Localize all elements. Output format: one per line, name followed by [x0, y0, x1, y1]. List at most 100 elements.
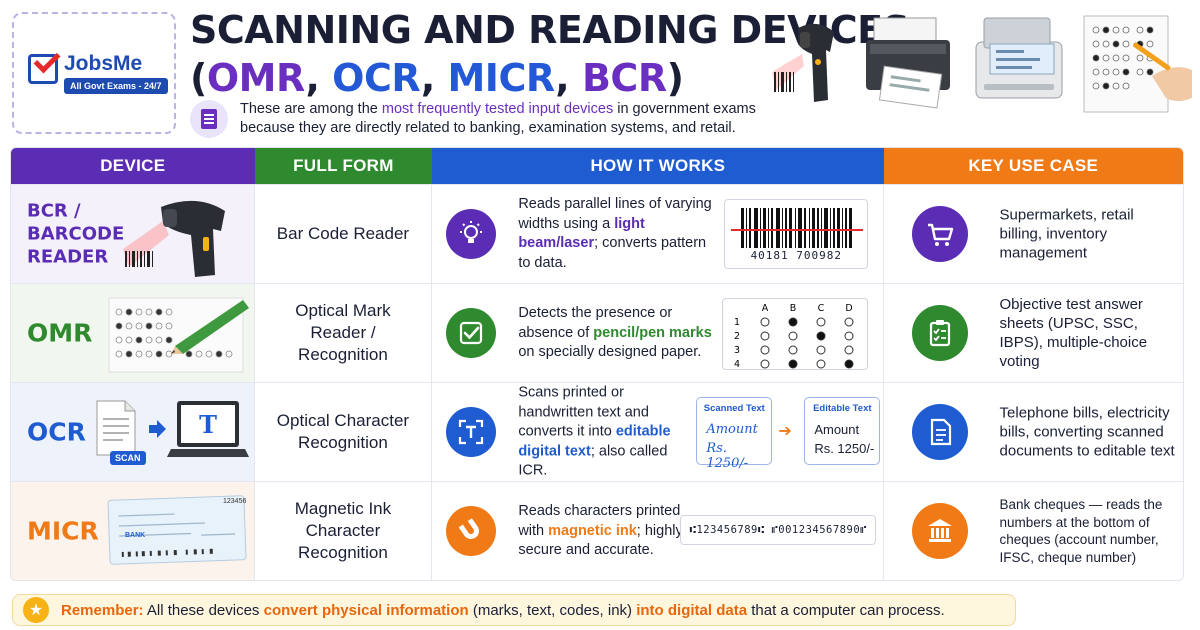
cheque-bank-label: BANK [125, 532, 146, 539]
grid-row-3: 3 [734, 345, 740, 356]
grid-row-2: 2 [734, 331, 740, 342]
table-header: DEVICE FULL FORM HOW IT WORKS KEY USE CA… [11, 148, 1183, 184]
scan-label: SCAN [110, 451, 146, 465]
title-sep-1: , [305, 56, 333, 100]
scanned-text-heading: Scanned Text [703, 403, 765, 414]
full-form-micr: Magnetic Ink Character Recognition [254, 482, 433, 580]
grid-col-c: C [818, 303, 825, 314]
cell-device-micr: MICR BANK 123456 [11, 482, 255, 580]
cheque-icon [107, 495, 247, 565]
cell-key-micr: Bank cheques — reads the numbers at the … [883, 482, 1183, 580]
cell-device-ocr: OCR T SCAN [11, 383, 255, 481]
text-scan-icon [446, 407, 497, 457]
intro-block: These are among the most frequently test… [190, 100, 770, 138]
editable-text-heading: Editable Text [813, 403, 872, 414]
remember-note: ★ Remember: All these devices convert ph… [12, 594, 1016, 626]
barcode-number: 40181 700982 [750, 249, 843, 262]
checkbox-icon [446, 308, 497, 358]
table-row-ocr: OCR T SCAN Optical Character Recognition… [11, 382, 1183, 481]
grid-col-a: A [762, 303, 769, 314]
how-text-ocr: Scans printed or handwritten text and co… [518, 384, 671, 479]
micr-code-line: ⑆123456789⑆ ⑈001234567890⑈ [680, 515, 877, 545]
table-row-micr: MICR BANK 123456 Magnetic Ink Character … [11, 481, 1183, 580]
brand-logo: JobsMe All Govt Exams - 24/7 [12, 12, 176, 134]
title-micr: MICR [447, 56, 556, 100]
barcode-scanner-image [772, 23, 834, 102]
header-full-form: FULL FORM [254, 148, 433, 184]
key-text-micr: Bank cheques — reads the numbers at the … [999, 497, 1163, 565]
grid-row-1: 1 [734, 317, 740, 328]
micr-reader-image [975, 17, 1063, 99]
omr-sheet-image [1083, 15, 1192, 113]
device-name-bcr: BCR / BARCODE READER [27, 200, 125, 268]
how-text-micr: Reads characters printed with magnetic i… [518, 502, 683, 558]
editable-text-line-1: Amount [814, 422, 860, 437]
checkbox-icon [28, 46, 61, 84]
key-text-ocr: Telephone bills, electricity bills, conv… [999, 404, 1175, 460]
ocr-scanner-image [866, 17, 950, 109]
how-text-omr: Detects the presence or absence of penci… [518, 304, 712, 360]
cell-key-omr: Objective test answer sheets (UPSC, SSC,… [883, 284, 1183, 382]
remember-text: Remember: All these devices convert phys… [61, 601, 945, 619]
logo-name: JobsMe [64, 52, 143, 75]
cell-key-ocr: Telephone bills, electricity bills, conv… [883, 383, 1183, 481]
header-key-use-case: KEY USE CASE [883, 148, 1183, 184]
document-icon [911, 404, 968, 460]
cell-device-omr: OMR [11, 284, 255, 382]
title-paren-open: ( [190, 56, 207, 100]
ocr-conversion-icon: T [96, 400, 249, 457]
devices-table: DEVICE FULL FORM HOW IT WORKS KEY USE CA… [10, 147, 1184, 581]
page-title: SCANNING AND READING DEVICES (OMR, OCR, … [190, 6, 910, 102]
title-bcr: BCR [581, 56, 667, 100]
scanned-text-line-2: Rs. 1250/- [706, 441, 749, 471]
table-row-bcr: BCR / BARCODE READER Bar Code Reader [11, 184, 1183, 283]
device-name-ocr: OCR [27, 417, 86, 447]
barcode-scanner-icon [123, 200, 225, 277]
title-line-2: (OMR, OCR, MICR, BCR) [190, 54, 909, 102]
title-sep-3: , [555, 56, 582, 100]
omr-answer-grid: A B C D 1 2 3 4 [722, 298, 869, 370]
svg-text:T: T [199, 410, 217, 439]
title-omr: OMR [206, 56, 306, 100]
logo-tagline: All Govt Exams - 24/7 [64, 78, 168, 94]
grid-col-b: B [790, 303, 797, 314]
clipboard-checklist-icon [911, 305, 968, 361]
header-how-it-works: HOW IT WORKS [432, 148, 884, 184]
editable-text-line-2: Rs. 1250/- [814, 441, 875, 456]
table-row-omr: OMR Optical Mark Reader / Recognition [11, 283, 1183, 382]
cheque-number-label: 123456 [223, 498, 247, 505]
scanned-text-box: Scanned Text Amount Rs. 1250/- [696, 397, 773, 471]
cell-key-bcr: Supermarkets, retail billing, inventory … [883, 185, 1183, 283]
header-device: DEVICE [11, 148, 255, 184]
full-form-bcr: Bar Code Reader [254, 185, 433, 283]
omr-sheet-icon [108, 297, 249, 373]
grid-row-4: 4 [734, 359, 740, 370]
editable-text-box: Editable Text Amount Rs. 1250/- [804, 397, 881, 465]
cell-how-omr: Detects the presence or absence of penci… [432, 284, 884, 382]
device-name-micr: MICR [27, 516, 99, 546]
title-sep-2: , [420, 56, 448, 100]
cell-how-ocr: Scans printed or handwritten text and co… [432, 383, 884, 481]
key-text-omr: Objective test answer sheets (UPSC, SSC,… [999, 296, 1148, 370]
device-name-omr: OMR [27, 318, 93, 348]
full-form-ocr: Optical Character Recognition [254, 383, 433, 481]
grid-col-d: D [846, 303, 853, 314]
cell-device-bcr: BCR / BARCODE READER [11, 185, 255, 283]
bank-building-icon [911, 503, 968, 559]
document-icon [190, 100, 228, 138]
star-icon: ★ [23, 597, 49, 623]
scanned-text-line-1: Amount [706, 422, 758, 437]
magnet-icon [446, 506, 497, 556]
cell-how-micr: Reads characters printed with magnetic i… [432, 482, 884, 580]
barcode-sample: 40181 700982 [724, 199, 869, 269]
full-form-omr: Optical Mark Reader / Recognition [254, 284, 433, 382]
how-text-bcr: Reads parallel lines of varying widths u… [518, 196, 712, 271]
shopping-cart-icon [911, 206, 968, 262]
title-ocr: OCR [332, 56, 421, 100]
title-line-1: SCANNING AND READING DEVICES [190, 8, 910, 52]
title-paren-close: ) [666, 56, 684, 100]
cell-how-bcr: Reads parallel lines of varying widths u… [432, 185, 884, 283]
arrow-right-icon: ➔ [778, 423, 792, 440]
intro-text: These are among the most frequently test… [240, 101, 756, 136]
key-text-bcr: Supermarkets, retail billing, inventory … [999, 206, 1134, 262]
